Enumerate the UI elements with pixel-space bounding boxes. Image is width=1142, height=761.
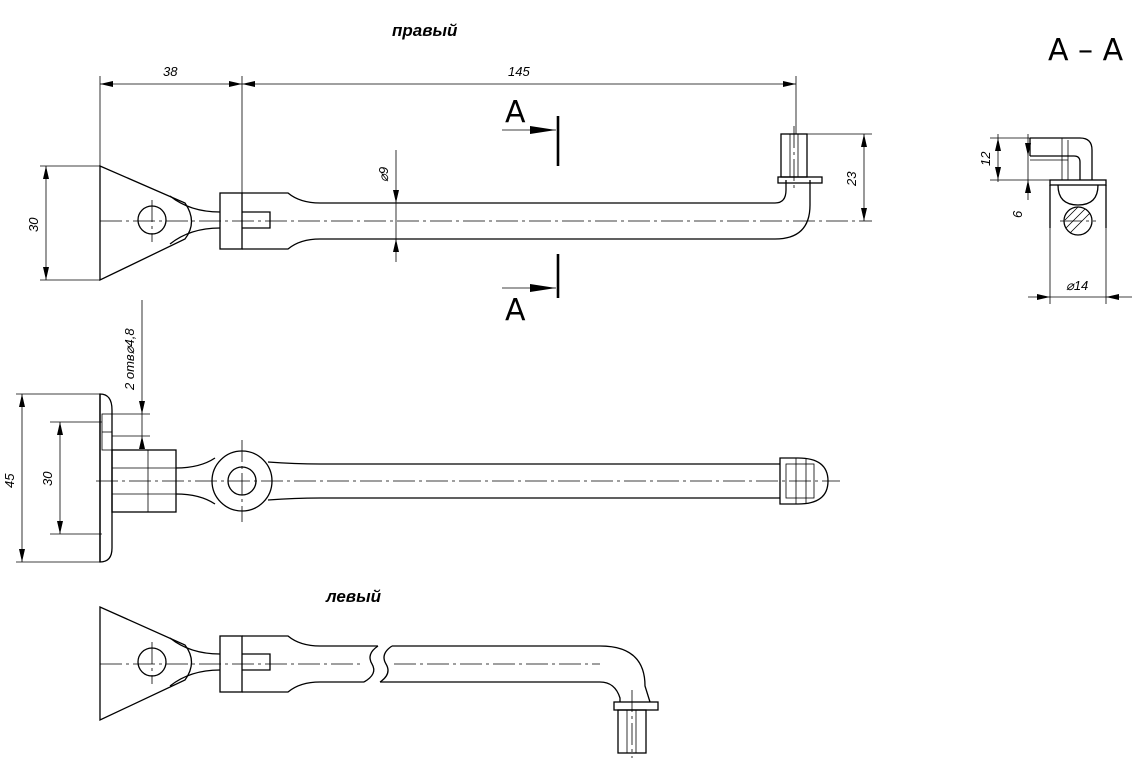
view-right: правый xyxy=(99,21,860,282)
cut-markers: А А xyxy=(502,95,560,328)
dimensions-middle: 45 30 2 отв⌀4,8 xyxy=(2,300,150,563)
dim-30-top: 30 xyxy=(26,217,41,232)
cut-marker-bottom: А xyxy=(505,293,526,328)
cut-marker-top: А xyxy=(505,95,526,130)
dimensions-top: 38 145 30 ⌀9 23 xyxy=(26,64,872,281)
dim-holes: 2 отв⌀4,8 xyxy=(122,328,137,391)
view-plan xyxy=(96,393,840,563)
view-left: левый xyxy=(99,587,659,758)
dim-30-mid: 30 xyxy=(40,471,55,486)
dim-38: 38 xyxy=(163,64,178,79)
section-a-a: А – А 12 6 ⌀14 xyxy=(978,33,1132,304)
dim-dia14: ⌀14 xyxy=(1066,278,1088,293)
title-left: левый xyxy=(325,587,382,606)
dim-dia9: ⌀9 xyxy=(376,167,391,182)
section-title: А – А xyxy=(1048,33,1124,68)
dim-6: 6 xyxy=(1010,210,1025,218)
dim-145: 145 xyxy=(508,64,530,79)
dim-12: 12 xyxy=(978,151,993,166)
title-right: правый xyxy=(392,21,458,40)
dim-23: 23 xyxy=(844,171,859,187)
dim-45: 45 xyxy=(2,473,17,488)
